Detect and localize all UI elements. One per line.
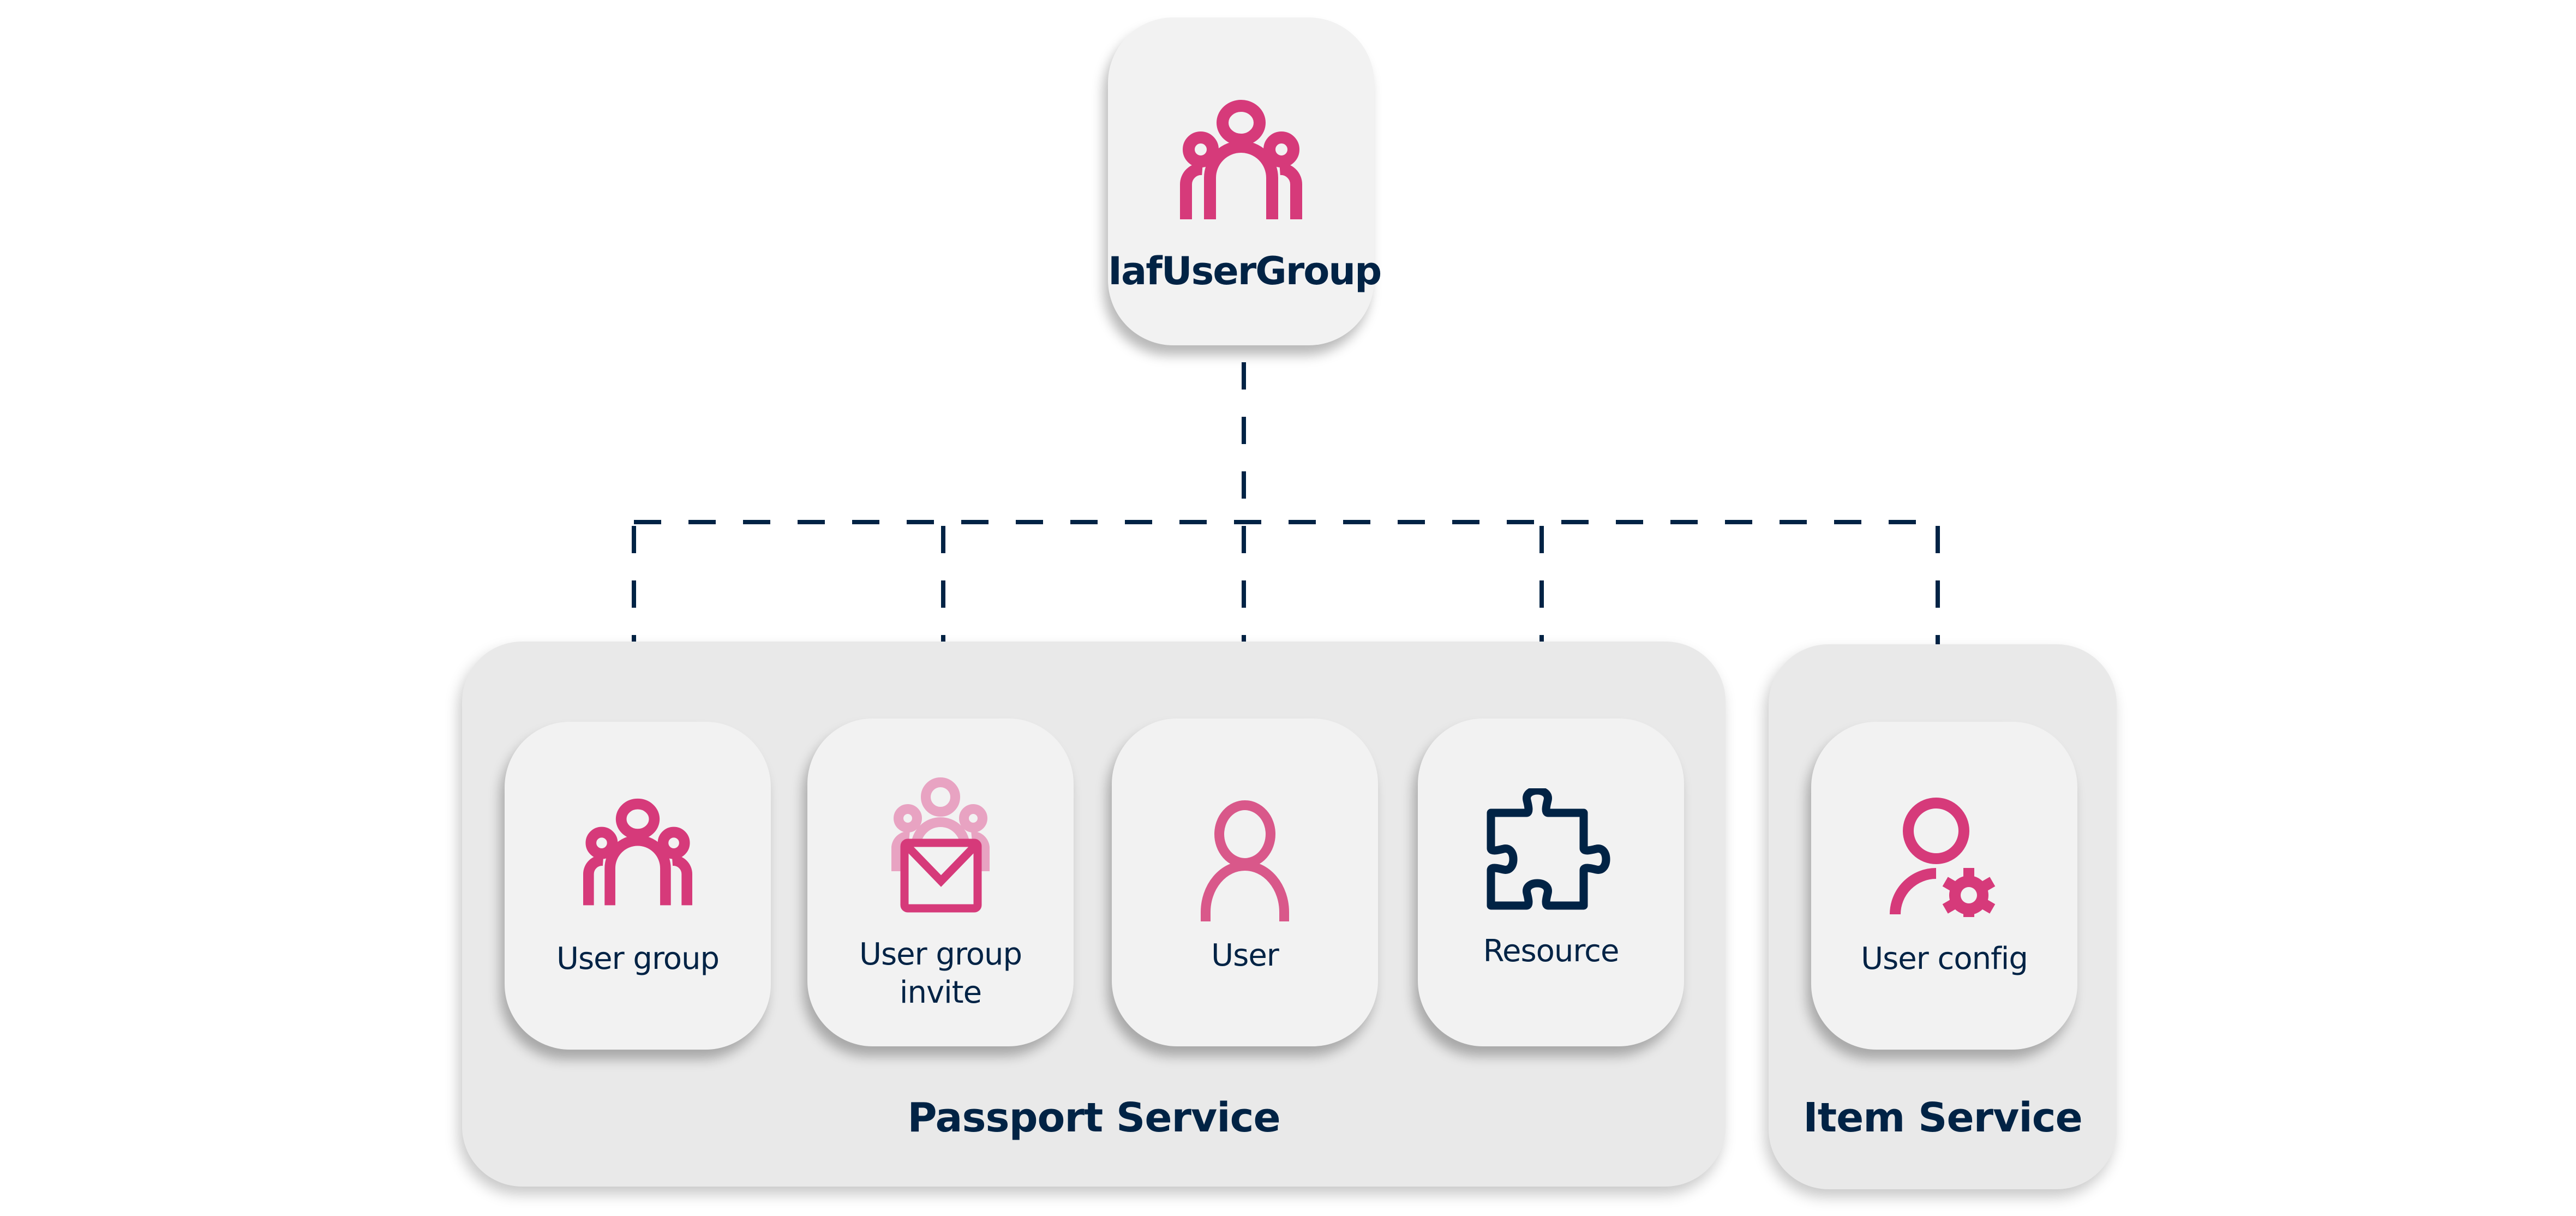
puzzle-piece-icon xyxy=(1487,788,1610,910)
label-line-1: User group xyxy=(859,937,1022,972)
node-resource[interactable]: Resource xyxy=(1418,718,1684,1046)
user-icon xyxy=(1201,800,1289,921)
user-group-icon xyxy=(1180,100,1302,219)
node-user-label: User xyxy=(1211,938,1279,973)
passport-service-title: Passport Service xyxy=(907,1094,1280,1141)
node-user-group-invite[interactable]: User group invite xyxy=(807,718,1074,1046)
connector-bus xyxy=(634,522,1938,551)
node-user-config-label: User config xyxy=(1861,941,2028,977)
user-group-icon xyxy=(583,798,692,906)
item-service-title: Item Service xyxy=(1803,1094,2083,1141)
node-user[interactable]: User xyxy=(1112,718,1378,1046)
node-resource-label: Resource xyxy=(1483,933,1620,969)
root-node-label: IafUserGroup xyxy=(1108,249,1382,293)
user-config-icon xyxy=(1890,798,1996,917)
root-node-iafusergroup[interactable]: IafUserGroup xyxy=(1108,17,1382,345)
label-line-2: invite xyxy=(899,975,982,1010)
node-user-group-invite-label: User group invite xyxy=(807,936,1074,1012)
node-user-group[interactable]: User group xyxy=(505,722,771,1050)
node-user-group-label: User group xyxy=(556,941,720,977)
node-user-config[interactable]: User config xyxy=(1811,722,2077,1050)
user-group-invite-icon xyxy=(891,777,990,913)
